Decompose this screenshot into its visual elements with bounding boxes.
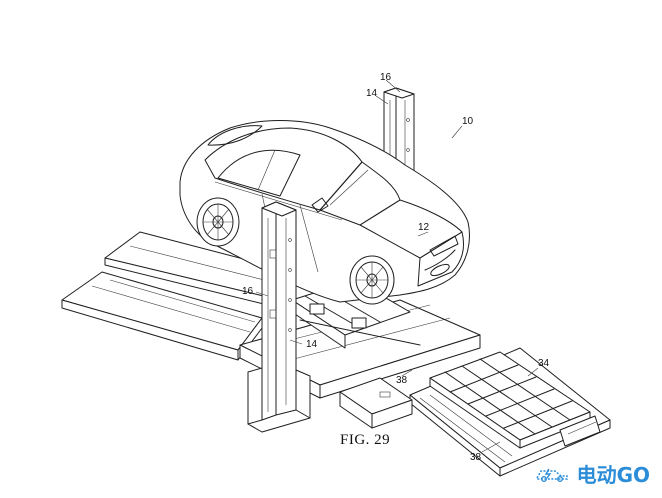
watermark-text: 电动GO: [576, 463, 650, 487]
lift-tower-front: [247, 201, 311, 433]
battery-pack: [429, 351, 601, 449]
label-system: 10: [462, 116, 474, 127]
watermark-logo: 电动GO: [533, 459, 650, 488]
leader-lines: [255, 79, 539, 453]
label-battery: 34: [538, 358, 550, 369]
drive-box: [339, 377, 413, 429]
label-lift-post-rear: 14: [366, 88, 378, 99]
vehicle: [179, 120, 470, 305]
ramp-front: [61, 271, 263, 361]
ramp-rear: [104, 231, 306, 309]
front-wheel: [349, 255, 395, 305]
label-lift-tower-front: 16: [242, 286, 254, 297]
label-lift-post-front: 14: [306, 339, 318, 350]
label-rail-upper: 38: [396, 375, 408, 386]
label-lift-tower-rear: 16: [380, 72, 392, 83]
rear-wheel: [196, 197, 240, 247]
figure-caption: FIG. 29: [340, 432, 390, 448]
label-rail-lower: 38: [470, 452, 482, 463]
car-plug-icon: [535, 468, 568, 482]
label-vehicle: 12: [418, 222, 430, 233]
